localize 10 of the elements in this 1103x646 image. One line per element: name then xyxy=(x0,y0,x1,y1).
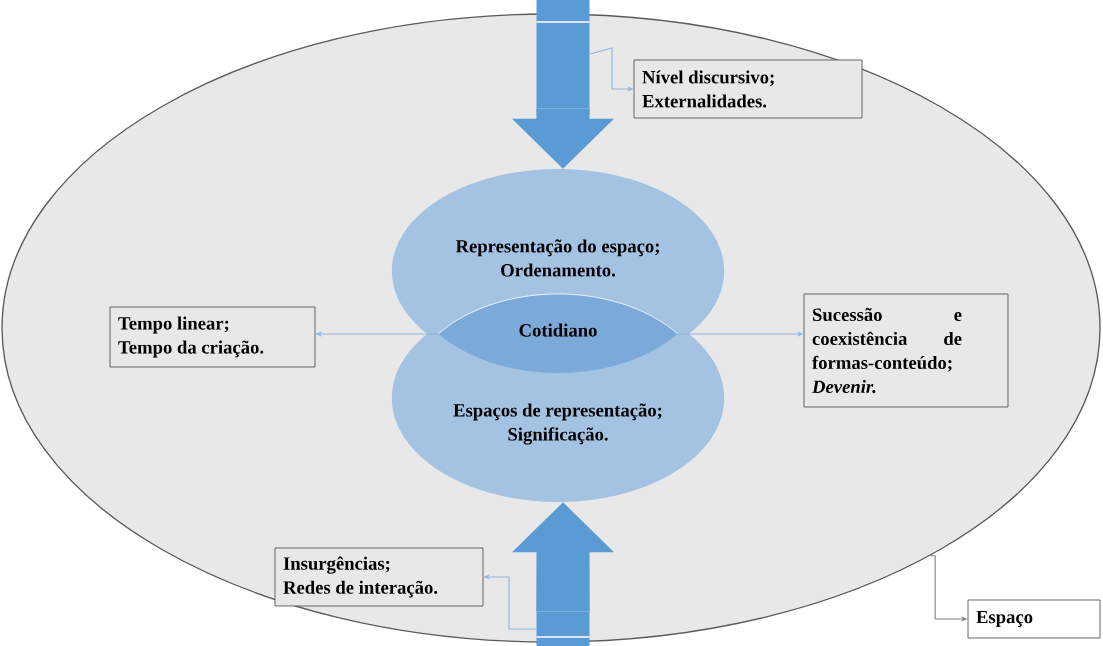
text-box: Espaço xyxy=(967,599,1101,639)
block-arrow xyxy=(512,108,614,169)
overlap-region: Cotidiano xyxy=(438,293,678,373)
text-box: Insurgências; Redes de interação. xyxy=(274,547,484,607)
arrow-shaft xyxy=(535,0,591,108)
block-arrow xyxy=(512,502,614,612)
text-box: Tempo linear; Tempo da criação. xyxy=(109,306,316,368)
arrow-shaft xyxy=(535,612,591,646)
text-box: Sucessão e coexistência de formas-conteúdo; Devenir. xyxy=(803,293,1009,408)
text-box: Nível discursivo; Externalidades. xyxy=(633,59,863,119)
